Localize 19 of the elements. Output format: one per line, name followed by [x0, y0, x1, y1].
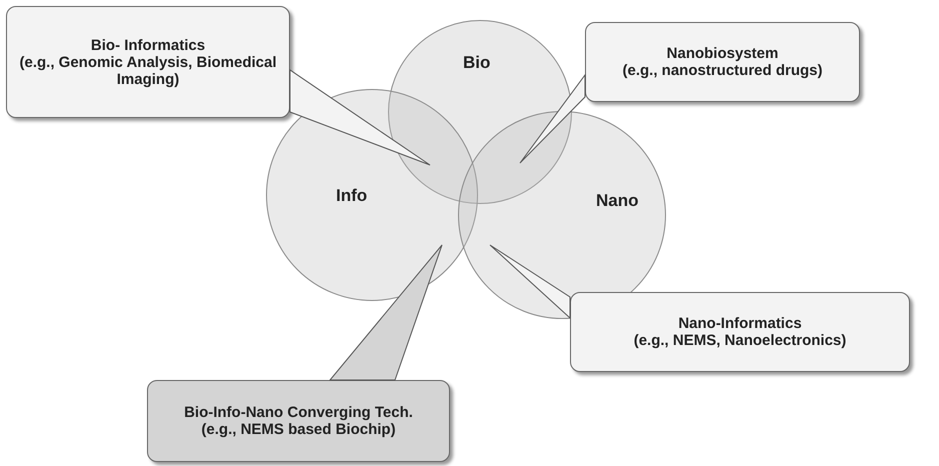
callout-title: Nano-Informatics [677, 315, 803, 332]
leader-line [490, 244, 570, 320]
callout-title: Bio- Informatics [90, 36, 206, 54]
callout-text: (e.g., NEMS based Biochip) [200, 421, 397, 438]
callout-title: Bio-Info-Nano Converging Tech. [183, 404, 414, 421]
leader-line [290, 69, 430, 166]
circle-label: Bio [463, 53, 490, 73]
leader-line [520, 73, 586, 164]
circle-label: Nano [596, 191, 638, 211]
callout-box [570, 292, 910, 372]
callout-text: (e.g., NEMS, Nanoelectronics) [632, 332, 848, 349]
callout-box [6, 6, 290, 118]
callout-box [147, 380, 450, 462]
callout-text: (e.g., nanostructured drugs) [621, 62, 824, 79]
callout-text: (e.g., Genomic Analysis, Biomedical Imaging) [18, 54, 278, 88]
leader-line [328, 244, 442, 380]
callout-box [585, 22, 860, 102]
callout-title: Nanobiosystem [666, 45, 780, 62]
circle-label: Info [336, 186, 368, 206]
